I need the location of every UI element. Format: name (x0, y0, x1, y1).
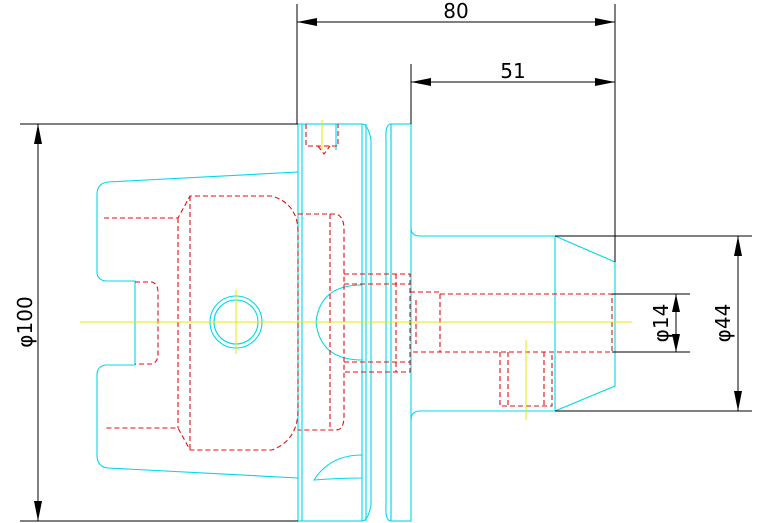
dim-14-label: φ14 (649, 304, 673, 343)
dimension-lines (20, 4, 752, 522)
dim-44-arrow-top (734, 236, 742, 256)
dim-14-arrow-top (672, 294, 680, 312)
dim-100-arrow-top (34, 124, 42, 144)
centerlines (80, 120, 632, 420)
nose-cone-outline (554, 235, 616, 412)
dim-44-arrow-bottom (734, 391, 742, 411)
dimension-labels: 80 51 φ100 φ14 φ44 (13, 0, 735, 348)
taper-shank-outline (96, 171, 299, 479)
drawbar-bore (344, 273, 411, 373)
tool-shank-outline (410, 227, 556, 421)
visible-outline (96, 123, 616, 522)
cavity-right-pocket (298, 213, 345, 431)
groove-top-profile (361, 123, 392, 141)
dim-14-arrow-bottom (672, 334, 680, 352)
taper-inner-recess (135, 281, 159, 365)
dim-51-arrow-left (411, 78, 431, 86)
bottom-slot (312, 454, 363, 481)
top-slot-screw-tip (317, 145, 331, 155)
hidden-lines (104, 124, 613, 451)
dim-51-label: 51 (500, 59, 525, 83)
dim-100-arrow-bottom (34, 501, 42, 521)
dim-44-label: φ44 (711, 304, 735, 343)
dim-80-label: 80 (443, 0, 468, 23)
dim-100-label: φ100 (13, 296, 37, 347)
dim-80-arrow-right (595, 18, 615, 26)
internal-cavity (104, 195, 299, 451)
dim-80-arrow-left (297, 18, 317, 26)
dim-51-arrow-right (595, 78, 615, 86)
groove-bottom-profile (361, 504, 392, 522)
top-slot-screw (305, 124, 339, 147)
